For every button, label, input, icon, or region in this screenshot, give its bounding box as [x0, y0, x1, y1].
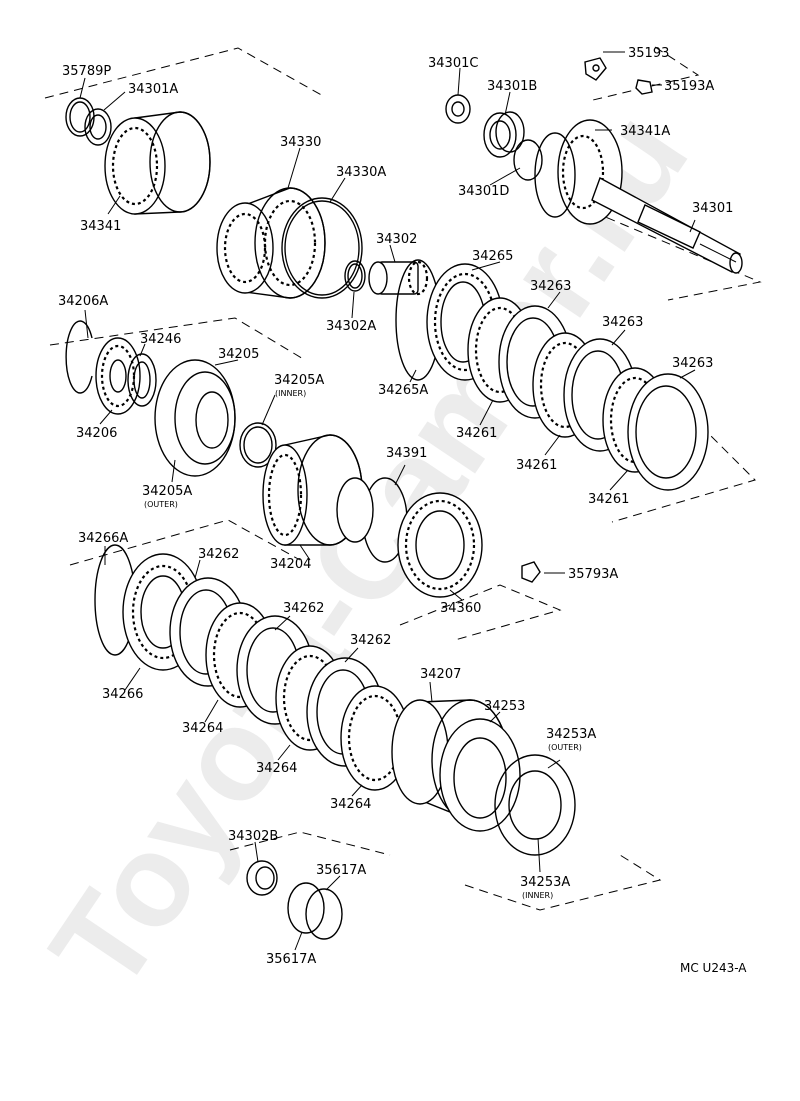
label-34253A-outer: 34253A [546, 727, 596, 742]
label-34205A-inner: 34205A [274, 373, 324, 388]
label-34261-c: 34261 [588, 492, 629, 507]
label-34207: 34207 [420, 667, 461, 682]
diagram-reference-code: MC U243-A [680, 961, 747, 975]
leader-lines [79, 51, 696, 951]
label-34264-b: 34264 [256, 761, 297, 776]
label-34261-a: 34261 [456, 426, 497, 441]
assembly-outlines [44, 46, 762, 911]
label-34253A-outer-sub: (OUTER) [548, 743, 582, 752]
label-34265A: 34265A [378, 383, 428, 398]
label-34341: 34341 [80, 219, 121, 234]
watermark: Toyota-Camer.ru [22, 86, 715, 1016]
label-35617A-bottom: 35617A [266, 952, 316, 967]
label-34301A: 34301A [128, 82, 178, 97]
part-34341-drum [104, 111, 211, 215]
label-34262-b: 34262 [283, 601, 324, 616]
label-34263-c: 34263 [672, 356, 713, 371]
label-34246: 34246 [140, 332, 181, 347]
label-34204: 34204 [270, 557, 311, 572]
label-34330A: 34330A [336, 165, 386, 180]
part-34253A-outer-o-ring [494, 754, 576, 856]
part-35617A-seal-rings [287, 882, 343, 940]
part-34205A-inner-o-ring [239, 422, 277, 468]
label-34301: 34301 [692, 201, 733, 216]
label-34263-a: 34263 [530, 279, 571, 294]
part-34301B-bearing [483, 111, 525, 158]
label-34205A-inner-sub: (INNER) [275, 389, 306, 398]
part-34253-piston [439, 718, 521, 832]
label-34205A-outer-sub: (OUTER) [144, 500, 178, 509]
label-34264-c: 34264 [330, 797, 371, 812]
label-34262-a: 34262 [198, 547, 239, 562]
part-34330A-snap-ring [281, 197, 363, 299]
label-34262-c: 34262 [350, 633, 391, 648]
label-34301D: 34301D [458, 184, 509, 199]
label-34302B: 34302B [228, 829, 278, 844]
part-35193-bracket [584, 57, 607, 81]
label-34302A: 34302A [326, 319, 376, 334]
part-34302A-snap-ring [344, 260, 366, 292]
label-34341A: 34341A [620, 124, 670, 139]
part-34302-sun-gear [368, 260, 429, 296]
label-34266: 34266 [102, 687, 143, 702]
label-34302: 34302 [376, 232, 417, 247]
part-34206-spring-set [95, 337, 141, 415]
label-34261-b: 34261 [516, 458, 557, 473]
label-34205A-outer: 34205A [142, 484, 192, 499]
label-34265: 34265 [472, 249, 513, 264]
part-35793A-clip [521, 561, 541, 583]
part-35193A-bolt [635, 79, 653, 95]
label-34266A: 34266A [78, 531, 128, 546]
part-34301D-ring [513, 139, 543, 181]
part-34253A-inner-o-ring [508, 770, 562, 840]
label-34263-b: 34263 [602, 315, 643, 330]
part-34360-hub [336, 477, 483, 598]
label-34205: 34205 [218, 347, 259, 362]
label-34391: 34391 [386, 446, 427, 461]
label-35193A: 35193A [664, 79, 714, 94]
label-34330: 34330 [280, 135, 321, 150]
part-34301-shaft [591, 176, 743, 274]
label-35789P: 35789P [62, 64, 111, 79]
label-34253A-inner: 34253A [520, 875, 570, 890]
part-34301A-ring [84, 108, 112, 146]
label-34301B: 34301B [487, 79, 537, 94]
part-34263-disc-3 [627, 373, 709, 491]
label-34301C: 34301C [428, 56, 478, 71]
label-34264-a: 34264 [182, 721, 223, 736]
part-34302B-bushing [246, 860, 278, 896]
part-labels: 35789P 34301A 34341 34330 34330A 34302 3… [58, 46, 733, 967]
label-34206A: 34206A [58, 294, 108, 309]
label-35617A-top: 35617A [316, 863, 366, 878]
label-34253: 34253 [484, 699, 525, 714]
part-34205-piston [154, 359, 236, 477]
part-34301C-nut [445, 94, 471, 124]
label-35193: 35193 [628, 46, 669, 61]
part-34206A-snap-ring [65, 320, 93, 394]
label-34253A-inner-sub: (INNER) [522, 891, 553, 900]
label-35793A: 35793A [568, 567, 618, 582]
part-34246-retainer [127, 353, 157, 407]
label-34360: 34360 [440, 601, 481, 616]
label-34206: 34206 [76, 426, 117, 441]
